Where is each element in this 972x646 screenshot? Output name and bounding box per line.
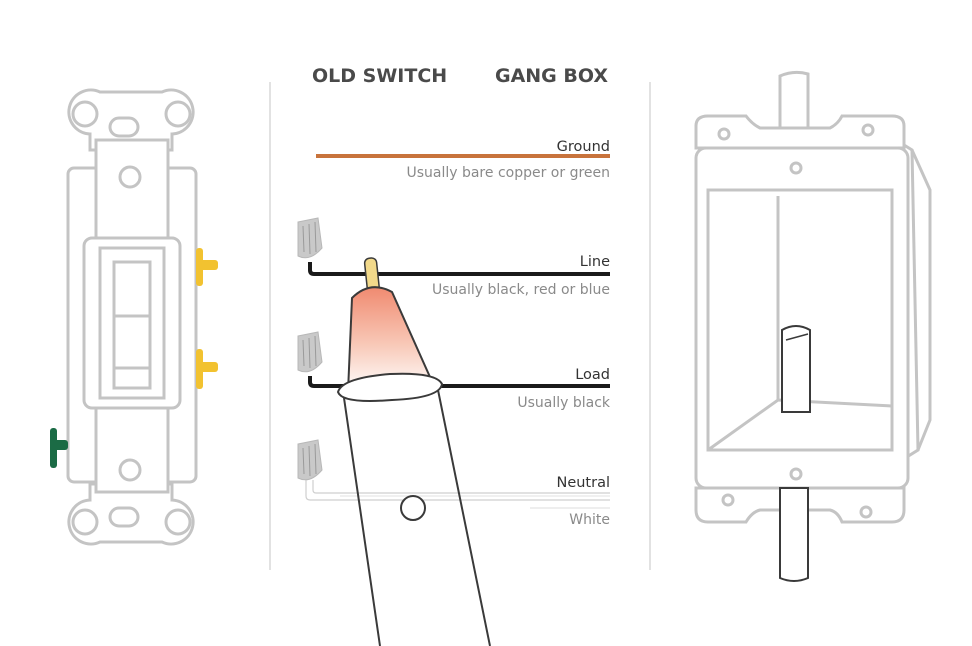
header-gang-box: GANG BOX xyxy=(495,65,608,87)
brass-terminal-top xyxy=(196,248,218,286)
line-label: Line xyxy=(580,254,610,270)
ground-label: Ground xyxy=(557,139,610,155)
load-label: Load xyxy=(575,367,610,383)
gang-box-icon xyxy=(694,70,932,582)
neutral-desc: White xyxy=(569,512,610,528)
neutral-label: Neutral xyxy=(556,475,610,491)
neutral-wire xyxy=(305,480,610,501)
voltage-tester-icon xyxy=(336,257,491,646)
ground-terminal xyxy=(50,428,68,468)
wire-nut-icon xyxy=(297,439,323,481)
light-switch-icon xyxy=(50,88,218,546)
load-wire xyxy=(308,376,610,388)
line-wire xyxy=(308,262,610,276)
wire-nut-icon xyxy=(297,331,323,373)
wire-nut-icon xyxy=(297,217,323,259)
ground-desc: Usually bare copper or green xyxy=(406,165,610,181)
header-old-switch: OLD SWITCH xyxy=(312,65,447,87)
line-desc: Usually black, red or blue xyxy=(432,282,610,298)
load-desc: Usually black xyxy=(517,395,611,411)
brass-terminal-bottom xyxy=(196,349,218,389)
